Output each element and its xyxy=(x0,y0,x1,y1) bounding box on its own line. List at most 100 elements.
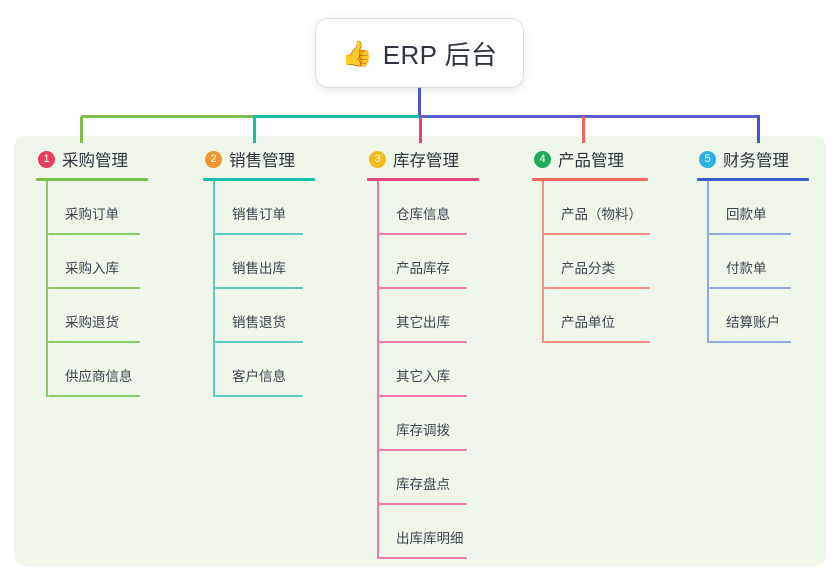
branch-header-4[interactable]: 4 产品管理 xyxy=(532,146,682,172)
list-item-rule xyxy=(379,341,467,343)
branch-item-list: 产品（物料） 产品分类产品单位 xyxy=(532,181,682,343)
list-item[interactable]: 回款单 xyxy=(709,181,827,235)
branch-header-2[interactable]: 2 销售管理 xyxy=(203,146,353,172)
branch-number-badge: 4 xyxy=(534,150,551,168)
branch-item-list: 销售订单销售出库销售退货客户信息 xyxy=(203,181,353,397)
branch-number-badge: 1 xyxy=(38,150,55,168)
list-item-label: 付款单 xyxy=(726,261,767,276)
list-item-label: 仓库信息 xyxy=(396,207,450,222)
list-item-label: 其它出库 xyxy=(396,315,450,330)
list-item[interactable]: 库存调拨 xyxy=(379,397,517,451)
branch-title: 财务管理 xyxy=(723,152,789,170)
list-item[interactable]: 销售退货 xyxy=(215,289,353,343)
list-item[interactable]: 采购入库 xyxy=(48,235,186,289)
root-node-title: ERP 后台 xyxy=(382,39,498,70)
list-item[interactable]: 销售订单 xyxy=(215,181,353,235)
list-item-rule xyxy=(48,287,140,289)
branch-title: 产品管理 xyxy=(558,152,624,170)
list-item-rule xyxy=(544,287,650,289)
list-item-rule xyxy=(379,503,467,505)
list-item-label: 产品库存 xyxy=(396,261,450,276)
list-item-rule xyxy=(379,449,467,451)
list-item-label: 库存盘点 xyxy=(396,477,450,492)
content-panel xyxy=(14,136,826,566)
list-item[interactable]: 其它入库 xyxy=(379,343,517,397)
list-item-rule xyxy=(544,341,650,343)
list-item-rule xyxy=(709,287,791,289)
list-item[interactable]: 付款单 xyxy=(709,235,827,289)
branch-header-rule xyxy=(367,178,479,181)
branch-item-list: 回款单付款单结算账户 xyxy=(697,181,827,343)
branch-title: 库存管理 xyxy=(393,152,459,170)
list-item-label: 销售出库 xyxy=(232,261,286,276)
list-item-label: 采购入库 xyxy=(65,261,119,276)
list-item[interactable]: 供应商信息 xyxy=(48,343,186,397)
list-item[interactable]: 采购退货 xyxy=(48,289,186,343)
branch-column-5[interactable]: 5 财务管理回款单付款单结算账户 xyxy=(697,146,827,343)
list-item-label: 产品（物料） xyxy=(561,207,642,222)
branch-spine xyxy=(377,181,379,559)
branch-spine xyxy=(46,181,48,397)
branch-header-rule xyxy=(36,178,148,181)
branch-spine xyxy=(707,181,709,343)
list-item-rule xyxy=(379,395,467,397)
list-item[interactable]: 其它出库 xyxy=(379,289,517,343)
list-item-rule xyxy=(544,233,650,235)
list-item-label: 采购退货 xyxy=(65,315,119,330)
list-item[interactable]: 产品库存 xyxy=(379,235,517,289)
branch-spine xyxy=(542,181,544,343)
branch-column-4[interactable]: 4 产品管理产品（物料） 产品分类产品单位 xyxy=(532,146,682,343)
list-item-rule xyxy=(379,233,467,235)
list-item[interactable]: 产品（物料） xyxy=(544,181,682,235)
branch-column-2[interactable]: 2 销售管理销售订单销售出库销售退货客户信息 xyxy=(203,146,353,397)
list-item-rule xyxy=(48,395,140,397)
branch-number-badge: 2 xyxy=(205,150,222,168)
list-item-rule xyxy=(379,557,467,559)
list-item[interactable]: 结算账户 xyxy=(709,289,827,343)
list-item[interactable]: 仓库信息 xyxy=(379,181,517,235)
list-item[interactable]: 产品单位 xyxy=(544,289,682,343)
branch-item-list: 仓库信息产品库存其它出库其它入库库存调拨库存盘点出库库明细 xyxy=(367,181,517,559)
list-item-label: 销售退货 xyxy=(232,315,286,330)
list-item-rule xyxy=(48,341,140,343)
branch-number-badge: 5 xyxy=(699,150,716,168)
list-item-rule xyxy=(215,233,303,235)
list-item-label: 结算账户 xyxy=(726,315,780,330)
list-item[interactable]: 客户信息 xyxy=(215,343,353,397)
list-item[interactable]: 产品分类 xyxy=(544,235,682,289)
list-item-rule xyxy=(215,395,303,397)
list-item-label: 供应商信息 xyxy=(65,369,133,384)
list-item-rule xyxy=(709,233,791,235)
list-item-label: 其它入库 xyxy=(396,369,450,384)
thumbs-up-icon: 👍 xyxy=(341,39,373,68)
list-item-rule xyxy=(379,287,467,289)
list-item-label: 采购订单 xyxy=(65,207,119,222)
list-item[interactable]: 采购订单 xyxy=(48,181,186,235)
list-item-rule xyxy=(215,341,303,343)
list-item-label: 库存调拨 xyxy=(396,423,450,438)
branch-item-list: 采购订单采购入库采购退货供应商信息 xyxy=(36,181,186,397)
list-item-rule xyxy=(709,341,791,343)
list-item-label: 客户信息 xyxy=(232,369,286,384)
list-item-label: 出库库明细 xyxy=(396,531,464,546)
branch-header-5[interactable]: 5 财务管理 xyxy=(697,146,827,172)
branch-header-rule xyxy=(532,178,648,181)
branch-spine xyxy=(213,181,215,397)
branch-header-rule xyxy=(697,178,809,181)
list-item[interactable]: 出库库明细 xyxy=(379,505,517,559)
list-item-label: 产品分类 xyxy=(561,261,615,276)
list-item[interactable]: 销售出库 xyxy=(215,235,353,289)
branch-title: 销售管理 xyxy=(229,152,295,170)
list-item-label: 回款单 xyxy=(726,207,767,222)
list-item-label: 产品单位 xyxy=(561,315,615,330)
list-item[interactable]: 库存盘点 xyxy=(379,451,517,505)
root-node[interactable]: 👍 ERP 后台 xyxy=(316,19,523,87)
branch-header-rule xyxy=(203,178,315,181)
list-item-rule xyxy=(48,233,140,235)
list-item-rule xyxy=(215,287,303,289)
